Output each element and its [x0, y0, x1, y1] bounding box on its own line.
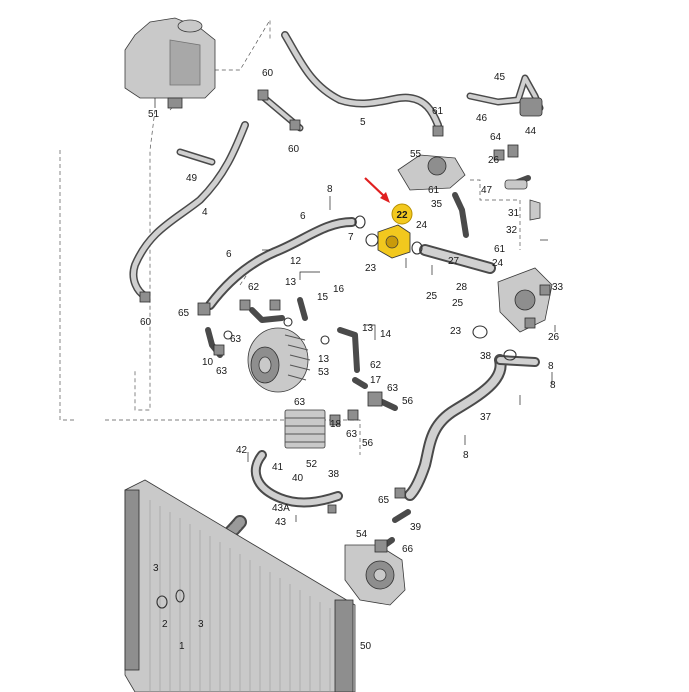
label-5: 5 [360, 117, 366, 128]
coolant-pump [344, 544, 406, 606]
label-63: 63 [346, 429, 358, 440]
part-22-highlight-badge[interactable]: 22 [391, 203, 413, 225]
label-38-a: 38 [480, 351, 492, 362]
label-2: 2 [162, 619, 168, 630]
label-41: 41 [272, 462, 284, 473]
label-38-b: 38 [328, 469, 340, 480]
label-53: 53 [318, 367, 330, 378]
coolant-pipe-27 [419, 244, 496, 274]
label-51: 51 [148, 109, 160, 120]
label-12: 12 [290, 256, 302, 267]
hose-40 [250, 450, 343, 508]
label-31: 31 [508, 208, 520, 219]
label-50: 50 [360, 641, 372, 652]
label-1: 1 [179, 641, 185, 652]
label-6-a: 6 [300, 211, 306, 222]
label-63-b: 63 [216, 366, 228, 377]
label-47: 47 [481, 185, 493, 196]
part-labels: 51 60 60 60 5 61 61 61 45 46 44 64 26 55… [140, 68, 564, 652]
label-65-b: 65 [378, 495, 390, 506]
coolant-distributor [497, 267, 553, 333]
label-8-b: 8 [548, 361, 554, 372]
label-54: 54 [356, 529, 368, 540]
label-24-a: 24 [416, 220, 428, 231]
label-23-a: 23 [365, 263, 377, 274]
label-43: 43 [275, 517, 287, 528]
screws [247, 196, 556, 522]
label-62-a: 62 [248, 282, 260, 293]
label-25-a: 25 [426, 291, 438, 302]
label-39: 39 [410, 522, 422, 533]
label-8-a: 8 [327, 184, 333, 195]
label-13-b: 13 [362, 323, 374, 334]
label-23-b: 23 [450, 326, 462, 337]
label-44: 44 [525, 126, 537, 137]
label-60-c: 60 [140, 317, 152, 328]
oil-cooler [284, 409, 326, 449]
label-17: 17 [370, 375, 382, 386]
label-42: 42 [236, 445, 248, 456]
label-66: 66 [402, 544, 414, 555]
pipe-37 [404, 354, 540, 501]
label-63-d: 63 [294, 397, 306, 408]
label-46: 46 [476, 113, 488, 124]
label-16: 16 [333, 284, 345, 295]
label-10: 10 [202, 357, 214, 368]
hose-6 [205, 217, 357, 310]
label-8-c: 8 [550, 380, 556, 391]
o-rings [156, 215, 517, 609]
label-60-a: 60 [262, 68, 274, 79]
label-33: 33 [552, 282, 564, 293]
label-64: 64 [490, 132, 502, 143]
thermostat-housing [397, 154, 466, 191]
label-63-c: 63 [387, 383, 399, 394]
label-61-b: 61 [428, 185, 440, 196]
label-65-a: 65 [178, 308, 190, 319]
label-8-d: 8 [463, 450, 469, 461]
label-56-a: 56 [402, 396, 414, 407]
label-40: 40 [292, 473, 304, 484]
label-49: 49 [186, 173, 198, 184]
label-55: 55 [410, 149, 422, 160]
label-56-b: 56 [362, 438, 374, 449]
coolant-flange-22[interactable] [377, 224, 411, 259]
label-37: 37 [480, 412, 492, 423]
label-43a: 43A [272, 503, 290, 514]
label-7: 7 [348, 232, 354, 243]
pointer-arrow-icon [364, 177, 390, 203]
label-52: 52 [306, 459, 318, 470]
label-18: 18 [330, 419, 342, 430]
label-26-b: 26 [548, 332, 560, 343]
label-35: 35 [431, 199, 443, 210]
label-63-a: 63 [230, 334, 242, 345]
label-6-b: 6 [226, 249, 232, 260]
hose-5 [281, 31, 442, 129]
label-13: 13 [318, 354, 330, 365]
label-32: 32 [506, 225, 518, 236]
label-62-b: 62 [370, 360, 382, 371]
label-61-a: 61 [432, 106, 444, 117]
label-13-a: 13 [285, 277, 297, 288]
label-60-b: 60 [288, 144, 300, 155]
label-45: 45 [494, 72, 506, 83]
label-3-a: 3 [153, 563, 159, 574]
label-24-b: 24 [492, 258, 504, 269]
label-26-a: 26 [488, 155, 500, 166]
label-14: 14 [380, 329, 392, 340]
label-3-b: 3 [198, 619, 204, 630]
small-hoses [205, 175, 531, 548]
label-61-c: 61 [494, 244, 506, 255]
alternator [247, 327, 311, 393]
label-27: 27 [448, 256, 460, 267]
label-28: 28 [456, 282, 468, 293]
label-4: 4 [202, 207, 208, 218]
label-15: 15 [317, 292, 329, 303]
radiator [124, 479, 356, 692]
fittings [139, 89, 551, 553]
part-22-label: 22 [396, 210, 408, 221]
expansion-tank [124, 17, 216, 109]
label-25-b: 25 [452, 298, 464, 309]
hose-4 [129, 121, 249, 300]
